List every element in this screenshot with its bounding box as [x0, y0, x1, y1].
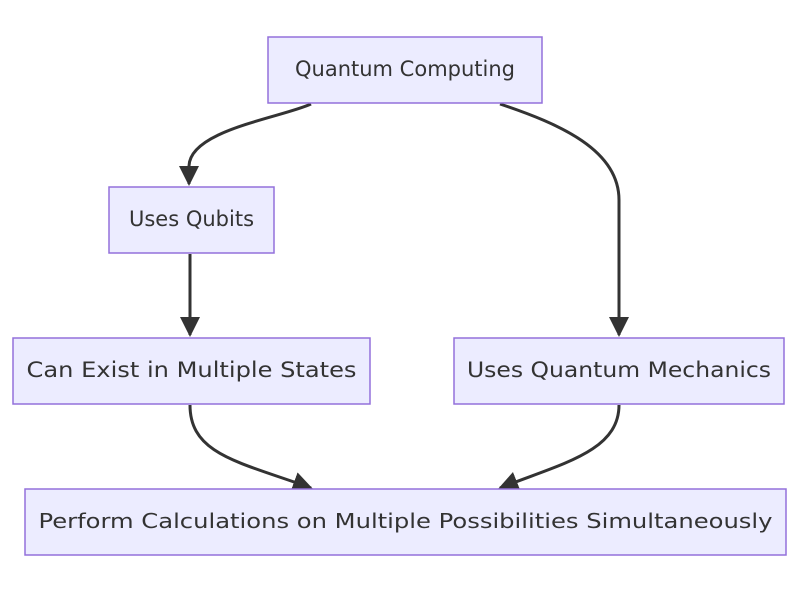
node-uses-qubits: Uses Qubits — [108, 186, 275, 254]
edge-quantum-computing-to-uses-quantum-mechanics — [499, 102, 629, 337]
edges — [179, 102, 629, 492]
node-perform-calculations: Perform Calculations on Multiple Possibi… — [24, 488, 787, 556]
node-quantum-computing: Quantum Computing — [267, 36, 543, 104]
node-uses-quantum-mechanics-label: Uses Quantum Mechanics — [467, 358, 771, 382]
node-multiple-states: Can Exist in Multiple States — [12, 337, 371, 405]
node-uses-qubits-label: Uses Qubits — [129, 207, 254, 231]
edge-multiple-states-to-perform-calculations — [188, 404, 313, 492]
node-quantum-computing-label: Quantum Computing — [295, 57, 515, 81]
edge-quantum-computing-to-uses-qubits — [179, 102, 312, 186]
node-multiple-states-label: Can Exist in Multiple States — [27, 358, 357, 382]
edge-quantum-mechanics-to-perform-calculations — [498, 404, 621, 491]
node-perform-calculations-label: Perform Calculations on Multiple Possibi… — [39, 509, 773, 533]
node-uses-quantum-mechanics: Uses Quantum Mechanics — [453, 337, 785, 405]
